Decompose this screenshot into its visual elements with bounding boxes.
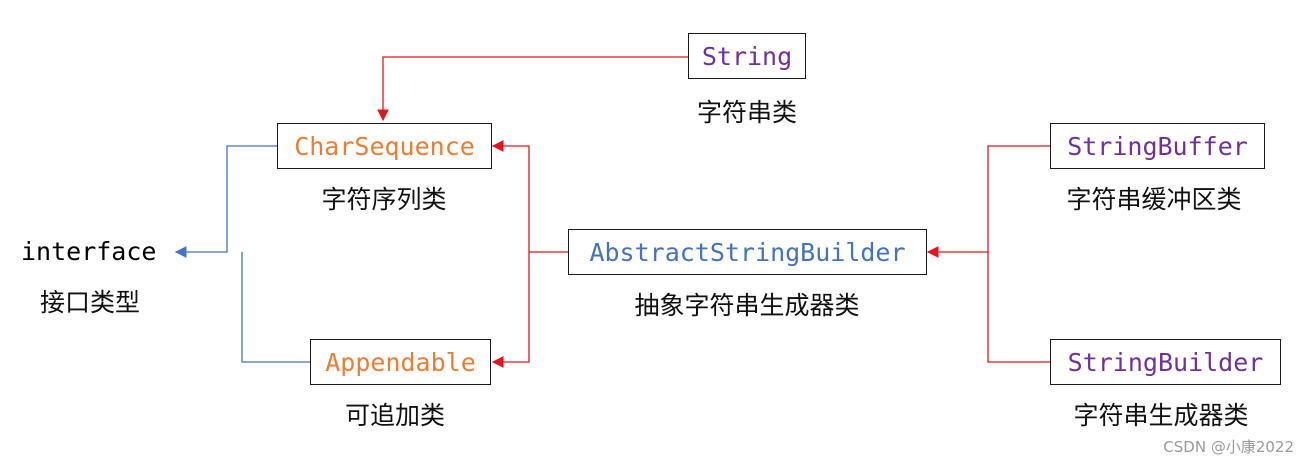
edge-charsequence-to-interface [174, 145, 277, 258]
edge-string-to-charsequence [377, 56, 688, 122]
caption-stringbuilder: 字符串生成器类 [1073, 401, 1249, 430]
caption-abstractstringbuilder: 抽象字符串生成器类 [634, 291, 860, 320]
caption-stringbuffer: 字符串缓冲区类 [1066, 185, 1242, 214]
edge-abstractstringbuilder-to-appendable [491, 252, 530, 368]
caption-charsequence: 字符序列类 [321, 185, 447, 214]
edge-stringbuilder-to-abstractstringbuilder [987, 252, 1050, 363]
node-stringbuilder: StringBuilder [1050, 339, 1281, 385]
node-appendable: Appendable [310, 339, 491, 385]
edge-stringbuffer-to-abstractstringbuilder [926, 145, 1050, 258]
node-interface: interface [21, 237, 157, 266]
watermark: CSDN @小康2022 [1163, 438, 1294, 456]
node-stringbuffer: StringBuffer [1050, 123, 1265, 169]
edge-appendable-to-interface [241, 252, 310, 363]
caption-interface: 接口类型 [39, 288, 140, 317]
edge-abstractstringbuilder-to-charsequence [491, 140, 568, 253]
node-abstractstringbuilder: AbstractStringBuilder [568, 229, 927, 275]
node-string: String [688, 33, 806, 79]
node-charsequence: CharSequence [277, 123, 492, 169]
caption-appendable: 可追加类 [344, 401, 445, 430]
caption-string: 字符串类 [696, 98, 797, 127]
